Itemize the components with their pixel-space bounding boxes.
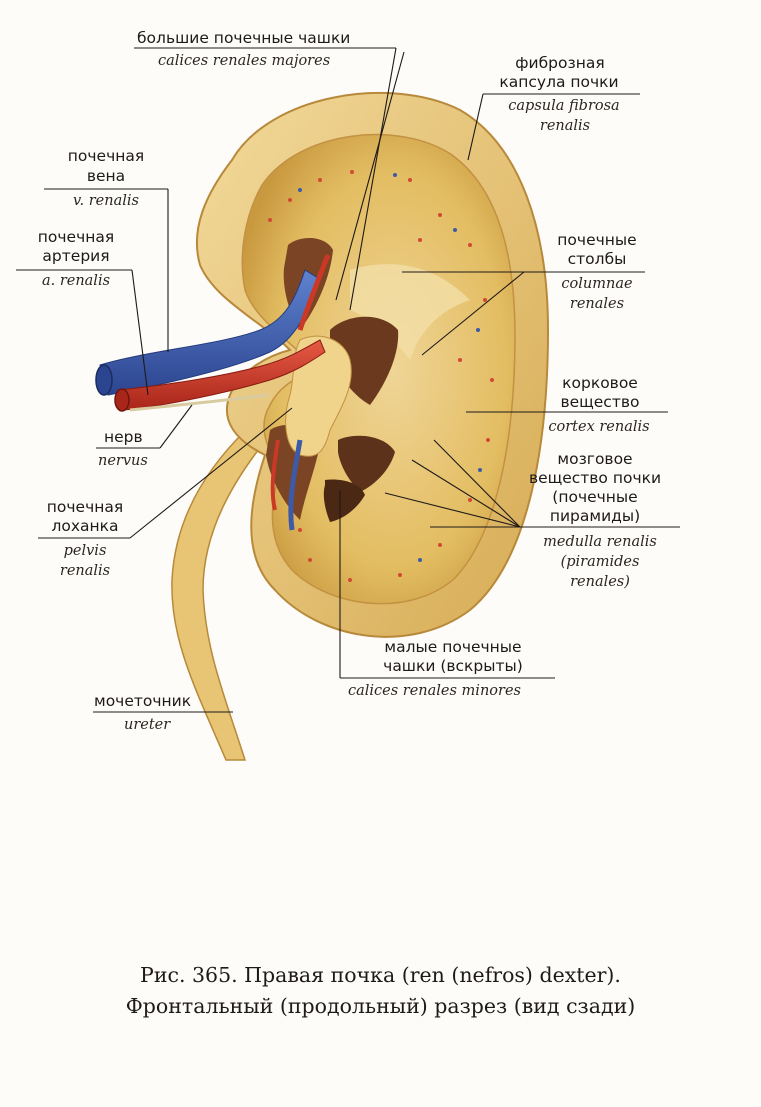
leader-lines xyxy=(16,47,680,713)
label-arteria-la: a. renalis xyxy=(41,273,111,289)
label-medulla-ru-1: мозговое xyxy=(557,450,633,468)
label-calices-majores-la: calices renales majores xyxy=(158,53,331,69)
label-medulla-la-3: renales) xyxy=(570,574,630,590)
label-cortex-ru-1: корковое xyxy=(562,374,638,392)
label-capsula-la-1: capsula fibrosa xyxy=(508,98,620,114)
label-nervus-ru: нерв xyxy=(104,428,143,446)
label-vena-la: v. renalis xyxy=(73,193,139,209)
label-calices-minores-ru-2: чашки (вскрыты) xyxy=(383,657,523,675)
label-medulla-ru-2: вещество почки xyxy=(528,469,662,487)
label-columnae-ru-1: почечные xyxy=(557,231,637,249)
label-pelvis-ru-2: лоханка xyxy=(51,517,119,535)
caption-line-1: Рис. 365. Правая почка (ren (nefros) dex… xyxy=(140,963,621,987)
renal-artery xyxy=(114,254,331,511)
label-pelvis-la-2: renalis xyxy=(59,563,111,579)
label-capsula-ru-1: фиброзная xyxy=(515,54,605,72)
label-ureter-la: ureter xyxy=(124,717,171,733)
label-calices-majores-ru: большие почечные чашки xyxy=(137,29,351,47)
label-cortex-ru-2: вещество xyxy=(560,393,640,411)
label-columnae-la-2: renales xyxy=(569,296,625,312)
label-cortex-la: cortex renalis xyxy=(548,419,650,435)
label-medulla-la-1: medulla renalis xyxy=(543,534,657,550)
figure-caption: Рис. 365. Правая почка (ren (nefros) dex… xyxy=(40,960,721,1022)
label-vena-ru-2: вена xyxy=(86,167,126,185)
label-calices-minores-ru-1: малые почечные xyxy=(384,638,522,656)
nerve-shape xyxy=(129,393,269,412)
label-arteria-ru-1: почечная xyxy=(37,228,115,246)
caption-line-2: Фронтальный (продольный) разрез (вид сза… xyxy=(125,994,636,1018)
label-nervus-la: nervus xyxy=(98,453,148,469)
label-columnae-la-1: columnae xyxy=(561,276,633,292)
label-arteria-ru-2: артерия xyxy=(42,247,110,265)
cortex-vessels xyxy=(268,170,494,582)
label-medulla-ru-3: (почечные xyxy=(552,488,638,506)
label-vena-ru-1: почечная xyxy=(67,147,145,165)
renal-columns xyxy=(350,264,470,360)
label-columnae-ru-2: столбы xyxy=(567,250,627,268)
label-capsula-ru-2: капсула почки xyxy=(499,73,619,91)
label-medulla-la-2: (piramides xyxy=(560,554,640,570)
ureter-shape xyxy=(171,428,264,761)
label-capsula-la-2: renalis xyxy=(539,118,591,134)
label-pelvis-ru-1: почечная xyxy=(46,498,124,516)
label-ureter-ru: мочеточник xyxy=(94,692,192,710)
label-medulla-ru-4: пирамиды) xyxy=(549,507,641,525)
label-pelvis-la-1: pelvis xyxy=(63,543,107,559)
label-calices-minores-la: calices renales minores xyxy=(348,683,521,699)
